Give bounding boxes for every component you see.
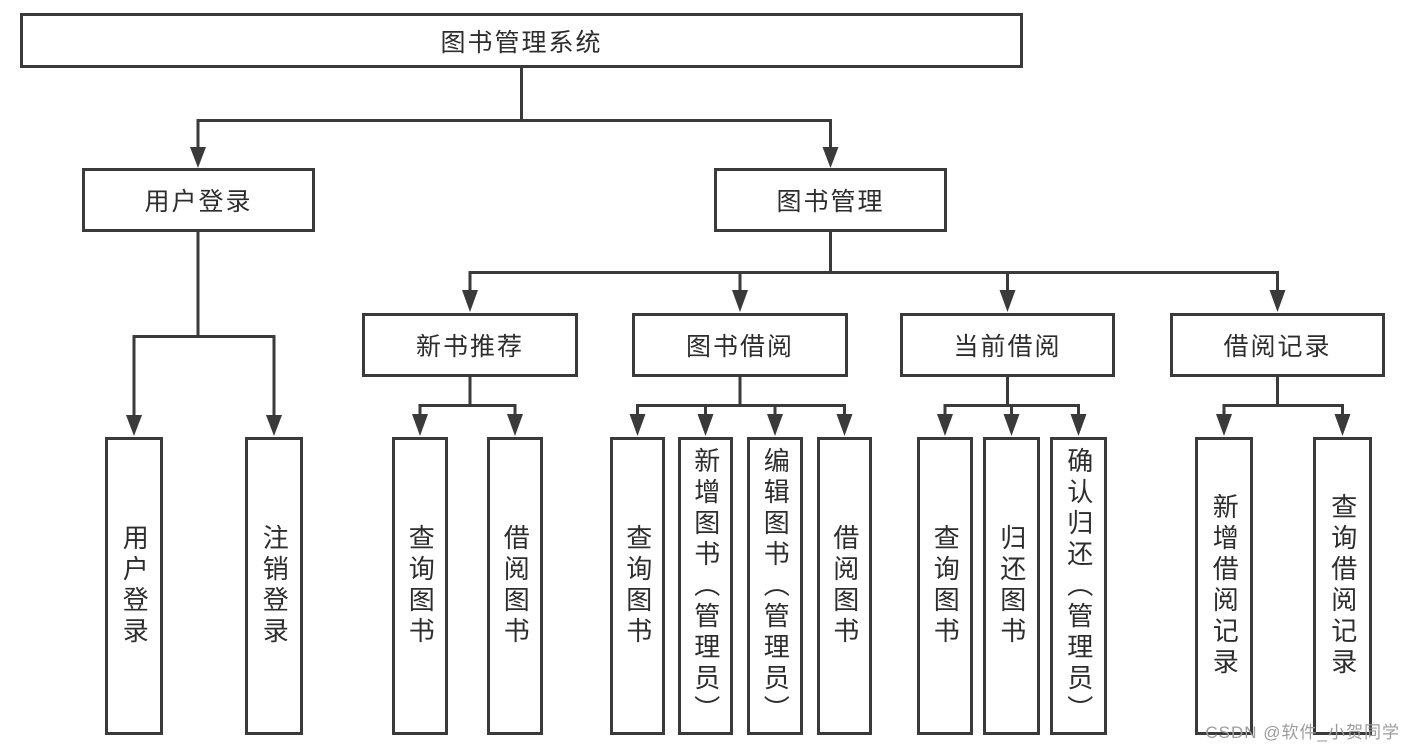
leaf-confirm-return-admin: 确认归还（管理员） bbox=[1050, 437, 1107, 735]
node-label: 借阅记录 bbox=[1223, 333, 1332, 361]
node-label: 新增图书（管理员） bbox=[690, 446, 721, 726]
leaf-query-books-current: 查询图书 bbox=[917, 437, 973, 735]
node-label: 用户登录 bbox=[119, 524, 150, 648]
node-label: 图书借阅 bbox=[685, 333, 794, 361]
node-label: 查询图书 bbox=[405, 524, 436, 648]
node-new-book-recommendation: 新书推荐 bbox=[362, 313, 578, 377]
node-current-borrowing: 当前借阅 bbox=[900, 313, 1115, 377]
leaf-edit-books-admin: 编辑图书（管理员） bbox=[747, 437, 803, 735]
leaf-add-borrow-record: 新增借阅记录 bbox=[1195, 437, 1253, 735]
leaf-return-books: 归还图书 bbox=[983, 437, 1040, 735]
leaf-query-books-recommend: 查询图书 bbox=[392, 437, 448, 735]
node-label: 用户登录 bbox=[144, 188, 253, 216]
leaf-add-books-admin: 新增图书（管理员） bbox=[678, 437, 733, 735]
node-user-login: 用户登录 bbox=[82, 168, 315, 232]
node-label: 图书管理系统 bbox=[440, 28, 603, 57]
leaf-borrow-books-borrowing: 借阅图书 bbox=[817, 437, 872, 735]
node-label: 查询借阅记录 bbox=[1327, 493, 1358, 679]
node-label: 图书管理 bbox=[776, 188, 885, 216]
node-label: 当前借阅 bbox=[953, 333, 1062, 361]
node-label: 查询图书 bbox=[622, 524, 653, 648]
leaf-query-borrow-record: 查询借阅记录 bbox=[1313, 437, 1372, 735]
leaf-logout: 注销登录 bbox=[245, 437, 303, 735]
leaf-query-books-borrowing: 查询图书 bbox=[610, 437, 665, 735]
node-label: 归还图书 bbox=[996, 524, 1027, 648]
node-label: 编辑图书（管理员） bbox=[760, 446, 791, 726]
watermark-text: CSDN @软件_小贺同学 bbox=[1205, 723, 1400, 742]
node-label: 查询图书 bbox=[930, 524, 961, 648]
node-label: 借阅图书 bbox=[500, 524, 531, 648]
node-library-management-system: 图书管理系统 bbox=[20, 13, 1023, 68]
node-borrowing-records: 借阅记录 bbox=[1170, 313, 1385, 377]
node-label: 注销登录 bbox=[259, 524, 290, 648]
node-label: 新书推荐 bbox=[415, 333, 524, 361]
leaf-borrow-books-recommend: 借阅图书 bbox=[487, 437, 543, 735]
node-book-management: 图书管理 bbox=[714, 168, 947, 232]
node-label: 借阅图书 bbox=[829, 524, 860, 648]
node-book-borrowing: 图书借阅 bbox=[632, 313, 848, 377]
node-label: 新增借阅记录 bbox=[1209, 493, 1240, 679]
node-label: 确认归还（管理员） bbox=[1063, 446, 1094, 726]
leaf-user-login: 用户登录 bbox=[105, 437, 163, 735]
